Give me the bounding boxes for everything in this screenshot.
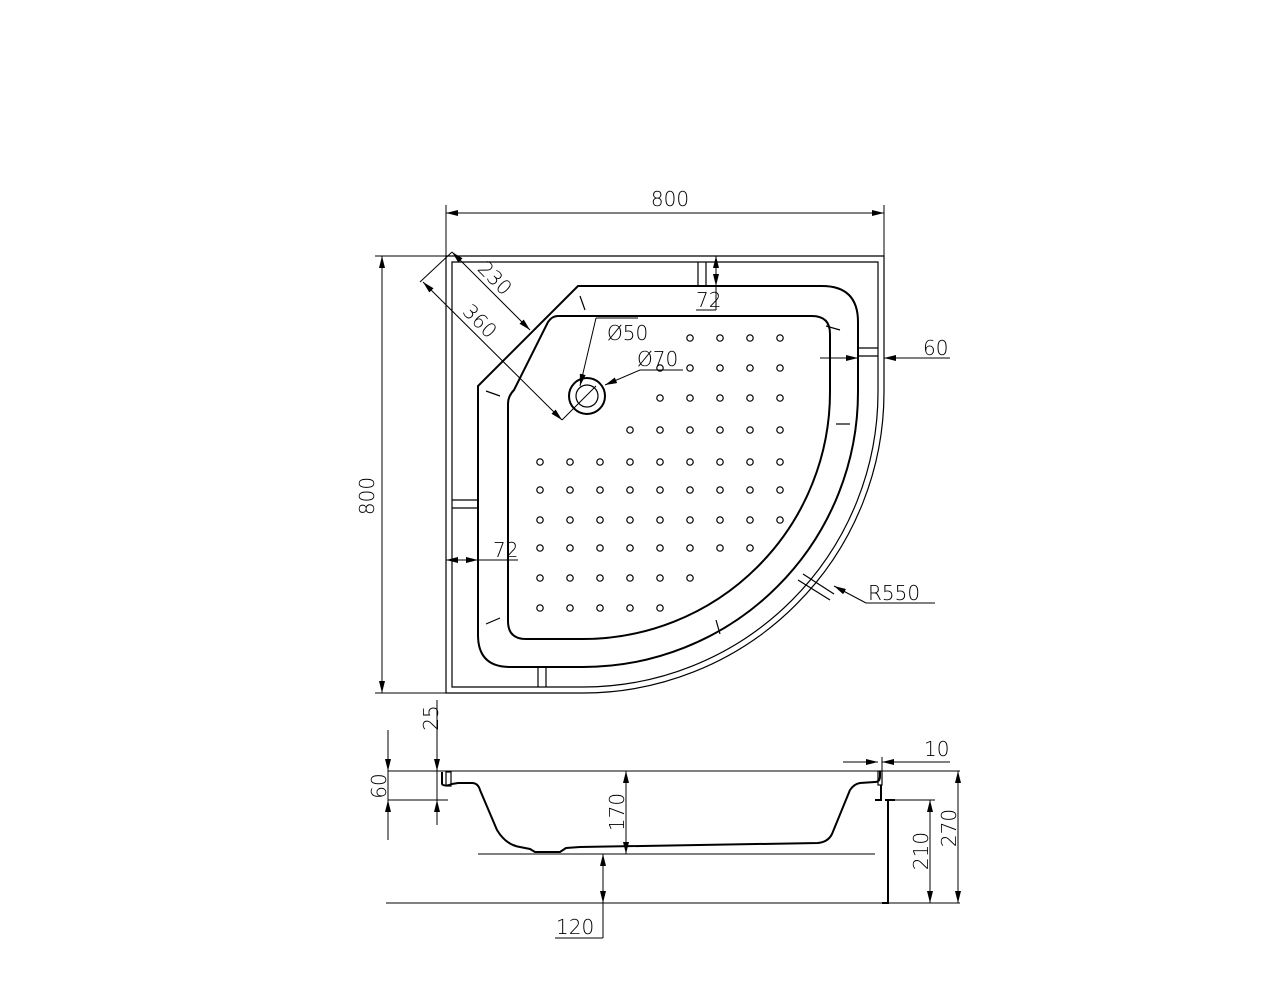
drain-hole [566,486,574,494]
drain-hole [686,544,694,552]
drain-hole [716,364,724,372]
drain-70-label: Ø70 [637,347,678,371]
drain-hole [656,426,664,434]
drain-hole [716,458,724,466]
rim-markers [452,262,878,687]
width-label: 800 [651,187,689,211]
rim-edge [477,285,859,668]
drain-hole [716,486,724,494]
radius-label: R550 [868,581,920,605]
base-clearance-label: 120 [556,915,594,939]
drain-hole [596,604,604,612]
drain-hole [656,544,664,552]
drain-hole [746,486,754,494]
corner-360-label: 360 [458,299,502,343]
drain-hole [596,544,604,552]
panel-height-label: 210 [909,832,933,870]
drain-hole [716,334,724,342]
drain-hole [656,574,664,582]
left-lip [445,771,452,787]
total-height-label: 270 [937,809,961,847]
drain-hole [686,458,694,466]
drain-hole [776,458,784,466]
drain-hole [626,516,634,524]
drain-hole [746,544,754,552]
edge-60-label: 60 [367,773,391,798]
drain-hole [536,574,544,582]
rim-left-label: 72 [493,538,518,562]
drain-outer [568,377,606,415]
drain-hole [686,426,694,434]
drain-hole [626,604,634,612]
drain-50-label: Ø50 [607,321,648,345]
drain-hole [626,574,634,582]
corner-230-label: 230 [473,256,517,300]
drain-hole [686,364,694,372]
drain-hole [566,604,574,612]
rim-right-label: 60 [923,336,948,360]
drain-hole [746,516,754,524]
drain-hole [746,334,754,342]
drain-hole [746,364,754,372]
drain-hole [716,426,724,434]
drain-hole [566,516,574,524]
drain-hole [686,334,694,342]
drain-hole [536,458,544,466]
plan-dimensions: 800 800 230 360 72 72 60 Ø50 Ø70 R550 [355,187,950,694]
lip-25-label: 25 [419,705,443,730]
drain-hole [716,516,724,524]
wall-10-label: 10 [924,737,949,761]
drain-hole [656,604,664,612]
tray-profile [441,771,881,853]
drain-hole [776,426,784,434]
drain-hole [776,516,784,524]
drain-hole [596,574,604,582]
support-panel [875,785,895,904]
drain-hole [626,458,634,466]
drain-hole [746,394,754,402]
drain-hole [746,458,754,466]
drain-hole [536,544,544,552]
depth-label: 800 [355,477,379,515]
drain-hole [656,458,664,466]
basin-depth-label: 170 [605,793,629,831]
drain-hole [566,544,574,552]
drain-hole [566,458,574,466]
drain-hole [686,574,694,582]
drain-hole [536,516,544,524]
drain-hole [566,574,574,582]
drain-hole [776,334,784,342]
rim-top-label: 72 [696,288,721,312]
drain-hole [596,458,604,466]
drain-hole [686,394,694,402]
drain-hole [626,426,634,434]
drain-hole [656,486,664,494]
drain-hole [686,516,694,524]
drain-hole [776,394,784,402]
drain-hole [536,604,544,612]
drain-hole [596,486,604,494]
drain-hole [686,486,694,494]
drain-hole [626,486,634,494]
drain-hole [746,426,754,434]
plan-view [445,255,885,694]
tray-inner-outline [451,261,879,688]
drain-hole [596,516,604,524]
drain-hole [626,544,634,552]
section-view [386,770,960,904]
drain-hole [776,364,784,372]
drain-hole [776,486,784,494]
drain-hole [656,516,664,524]
section-dimensions: 60 25 10 170 210 270 120 [367,700,961,939]
tray-outline [445,255,885,694]
drain-hole [716,544,724,552]
drain-hole [716,394,724,402]
drain-hole [656,394,664,402]
drain-inner [575,384,599,408]
drain-holes [536,334,784,612]
drain-hole [536,486,544,494]
